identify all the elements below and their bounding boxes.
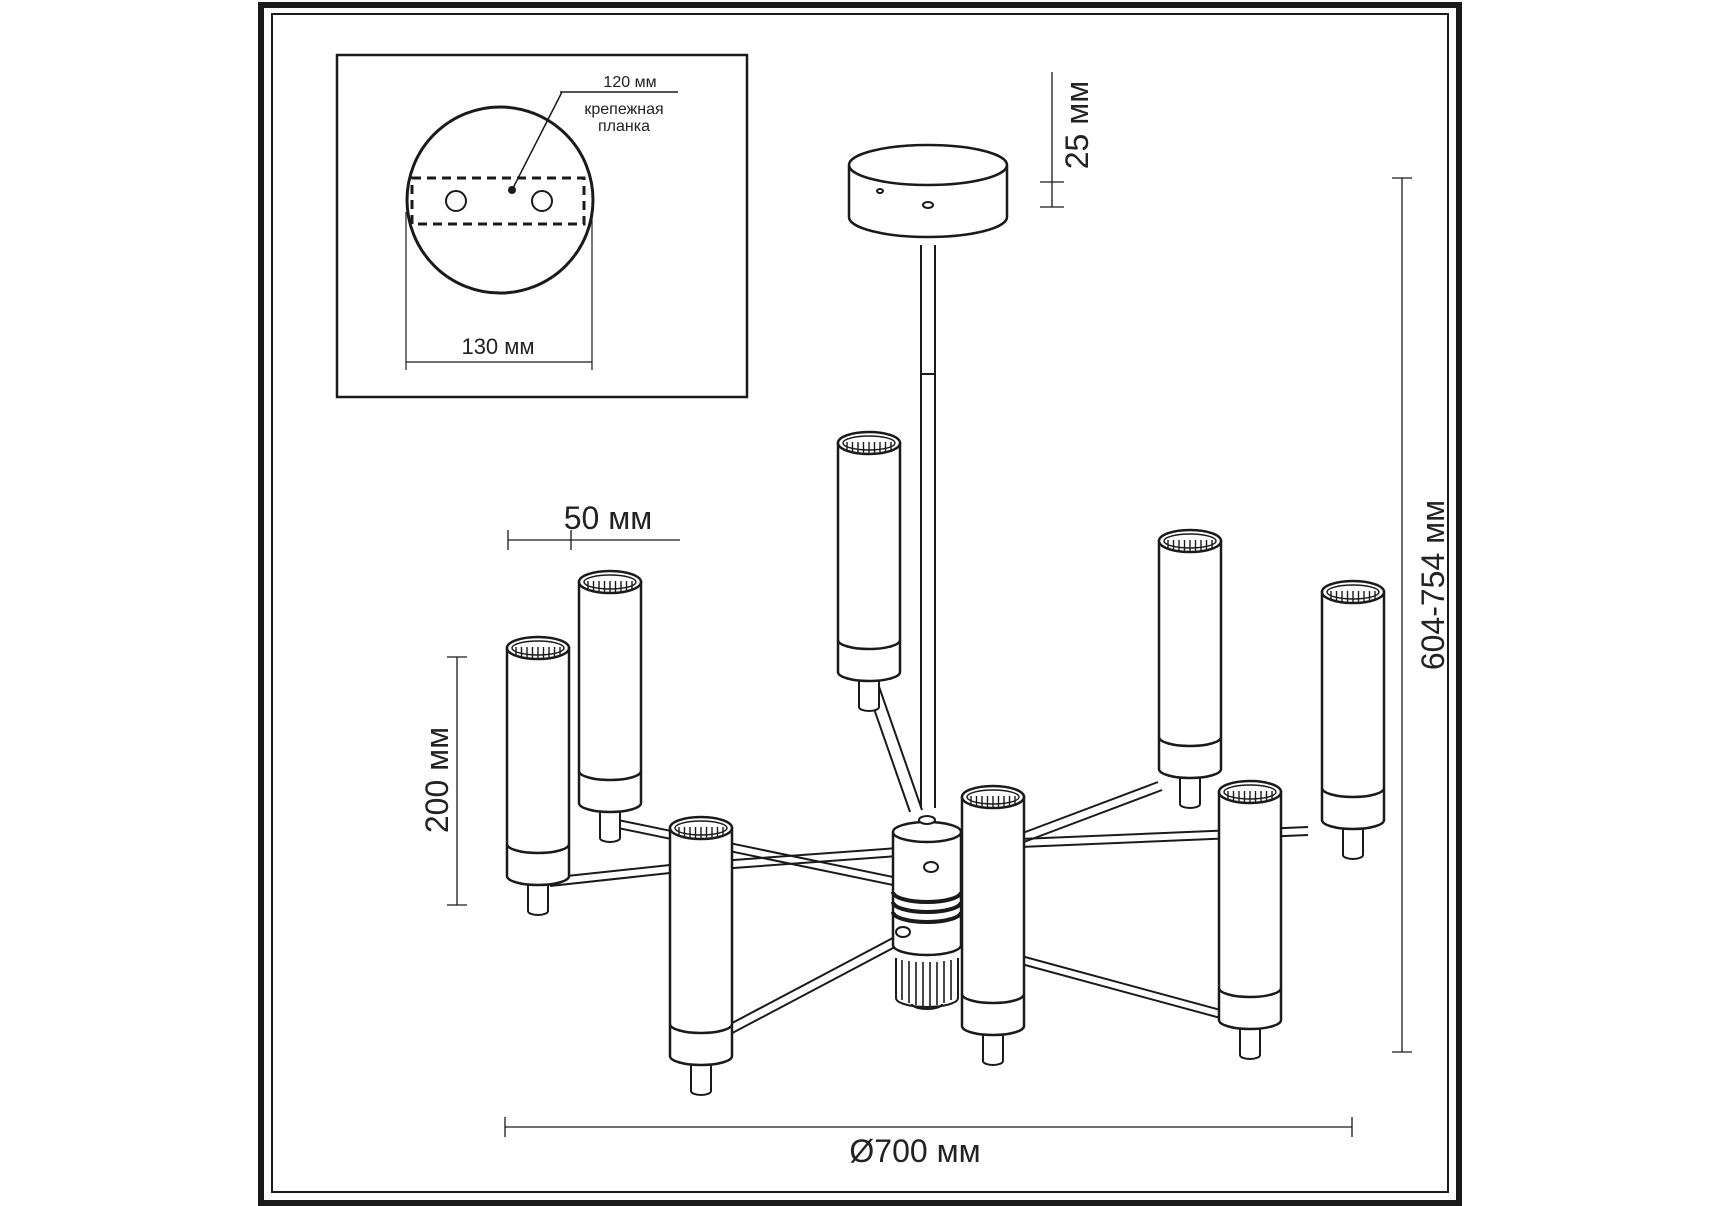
shade-5-inner-rim xyxy=(1326,584,1380,600)
arm-left-front xyxy=(617,819,899,879)
canopy-inset xyxy=(335,53,749,399)
hub-finial-tip xyxy=(911,1003,943,1010)
mounting-hole-left xyxy=(445,190,467,212)
shade-6-body xyxy=(668,826,734,1067)
shade-4-body xyxy=(1157,539,1223,780)
inset-spacing-label: 120 мм xyxy=(603,74,656,91)
inset-diameter-label: 130 мм xyxy=(461,334,534,359)
shade-6-inner-rim xyxy=(674,820,728,836)
drawing-frame-inner xyxy=(271,13,1449,1193)
mounting-hole-right xyxy=(531,190,553,212)
shade-1-ribs xyxy=(515,647,561,658)
shade-5-cap-line xyxy=(1320,787,1386,799)
shade-7-inner-rim xyxy=(966,789,1020,805)
hub-band-3 xyxy=(891,911,963,924)
shade-height-label: 200 мм xyxy=(419,727,455,833)
shade-5-body xyxy=(1320,590,1386,831)
canopy-top xyxy=(847,143,1009,187)
shade-2-cap-line xyxy=(577,770,643,782)
shade-4 xyxy=(1157,528,1223,809)
shade-7-cap-line xyxy=(960,993,1026,1005)
inset-plate-label-2: планка xyxy=(598,118,650,135)
shade-7-body xyxy=(960,795,1026,1037)
shade-7-ribs xyxy=(970,796,1016,807)
suspension-rod xyxy=(920,245,936,808)
shade-4-inner-rim xyxy=(1163,533,1217,549)
mounting-plate xyxy=(410,176,586,226)
shade-8 xyxy=(1217,779,1283,1060)
shade-6 xyxy=(668,815,734,1096)
shade-3-cap-line xyxy=(836,639,902,651)
shade-diameter-label: 50 мм xyxy=(564,500,652,536)
shade-3-ribs xyxy=(846,442,892,453)
shade-5-ribs xyxy=(1330,591,1376,602)
shade-2-ribs xyxy=(587,581,633,592)
hub-body xyxy=(891,832,963,957)
inset-plate-label-1: крепежная xyxy=(584,101,663,118)
shade-8-inner-rim xyxy=(1223,784,1277,800)
shade-3 xyxy=(836,430,902,712)
shade-6-ribs xyxy=(678,827,724,838)
hub-band-2 xyxy=(891,901,963,914)
arm-right-upper xyxy=(1019,781,1159,835)
shade-7-stem xyxy=(982,1035,1004,1066)
shade-4-ribs xyxy=(1167,540,1213,551)
inset-box xyxy=(335,53,749,399)
arm-right-upper-b xyxy=(1023,789,1163,843)
arm-front-left xyxy=(699,929,909,1041)
arm-front-left-b xyxy=(703,937,913,1049)
central-hub xyxy=(891,815,963,1010)
hub-rod-cap xyxy=(918,815,936,825)
shade-7 xyxy=(960,784,1026,1066)
plate-center-dot xyxy=(508,186,516,194)
hub-band-1 xyxy=(891,891,963,904)
hub-finial xyxy=(895,958,959,1008)
shade-3-stem xyxy=(858,681,880,712)
shade-1 xyxy=(505,635,571,916)
shade-4-stem xyxy=(1179,778,1201,809)
shade-5 xyxy=(1320,579,1386,860)
shade-8-cap-line xyxy=(1217,987,1283,999)
shade-3-body xyxy=(836,441,902,683)
shades xyxy=(505,430,1386,1096)
shade-2-body xyxy=(577,580,643,814)
shade-8-stem xyxy=(1239,1029,1261,1060)
shade-2 xyxy=(577,569,643,843)
canopy-plan-circle xyxy=(405,105,595,295)
shade-8-body xyxy=(1217,790,1283,1031)
canopy-screw-2 xyxy=(922,201,934,209)
canopy-screw-1 xyxy=(876,188,884,194)
hub-joint-a xyxy=(923,861,939,873)
shade-6-stem xyxy=(690,1065,712,1096)
shade-2-inner-rim xyxy=(583,574,637,590)
canopy-height-label: 25 мм xyxy=(1059,81,1095,169)
canopy xyxy=(847,143,1009,239)
arm-left-front-b xyxy=(617,827,899,887)
overall-diameter-label: Ø700 мм xyxy=(849,1133,980,1169)
hub-finial-grooves xyxy=(901,960,952,1006)
total-height-label: 604-754 мм xyxy=(1415,500,1451,670)
dimension-lines xyxy=(447,72,1412,1137)
shade-5-stem xyxy=(1342,829,1364,860)
canopy-side xyxy=(847,165,1009,239)
hub-joint-b xyxy=(895,926,911,938)
shade-4-cap-line xyxy=(1157,736,1223,748)
shade-2-stem xyxy=(599,812,621,843)
shade-6-cap-line xyxy=(668,1023,734,1035)
plate-leader-line xyxy=(511,91,563,191)
arm-back-center-b xyxy=(875,677,923,811)
shade-1-cap-line xyxy=(505,843,571,855)
shade-1-body xyxy=(505,646,571,887)
shade-1-stem xyxy=(527,885,549,916)
shade-3-inner-rim xyxy=(842,435,896,451)
shade-1-inner-rim xyxy=(511,640,565,656)
shade-8-ribs xyxy=(1227,791,1273,802)
